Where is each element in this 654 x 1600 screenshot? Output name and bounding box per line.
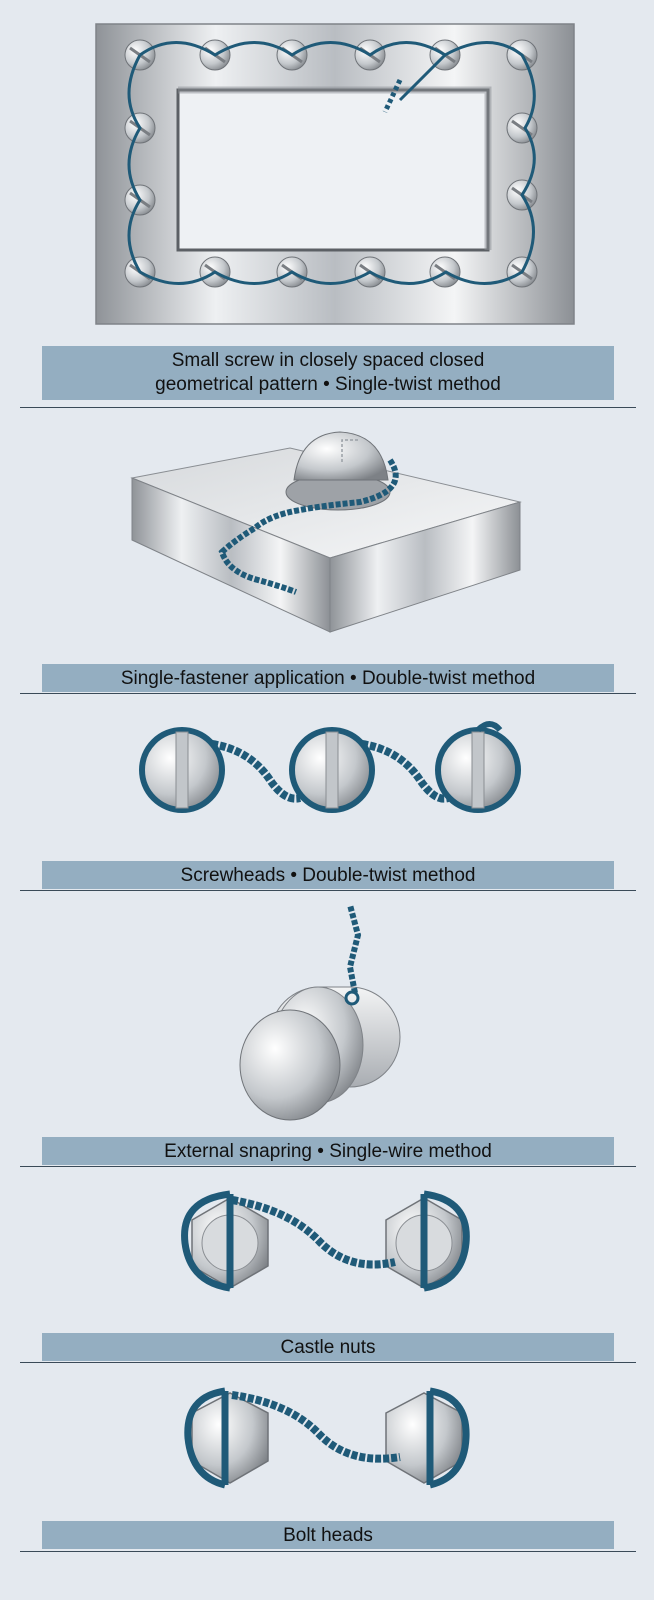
caption-closed-pattern: Small screw in closely spaced closed geo… xyxy=(42,346,614,400)
panel-bolt-heads: Bolt heads xyxy=(0,1365,654,1600)
separator-line xyxy=(20,890,636,891)
single-fastener-illustration xyxy=(130,431,522,633)
separator-line xyxy=(20,693,636,694)
shaft-end-face xyxy=(239,1009,341,1121)
safety-wire xyxy=(127,41,536,285)
block-right-face xyxy=(329,501,521,633)
plate-opening xyxy=(176,88,490,252)
caption-line: Small screw in closely spaced closed xyxy=(171,350,485,371)
separator-line xyxy=(20,1166,636,1167)
panel-screwheads: Screwheads • Double-twist method xyxy=(0,700,654,895)
safety-wire xyxy=(346,904,362,994)
twisted-safety-wire xyxy=(218,458,399,595)
bolt-head-right xyxy=(385,1392,463,1484)
castle-nuts-illustration xyxy=(181,1190,470,1292)
wire-loop-right xyxy=(420,1190,470,1292)
panel-snapring: External snapring • Single-wire method xyxy=(0,895,654,1170)
twisted-wire-segment xyxy=(211,740,302,803)
separator-line xyxy=(20,407,636,408)
separator-line xyxy=(20,1551,636,1552)
caption-line: geometrical pattern • Single-twist metho… xyxy=(155,374,501,395)
caption-bolt-heads: Bolt heads xyxy=(42,1521,614,1549)
panel-closed-pattern: Small screw in closely spaced closed geo… xyxy=(0,0,654,410)
caption-screwheads: Screwheads • Double-twist method xyxy=(42,861,614,889)
twisted-wire-segment xyxy=(231,1391,401,1463)
caption-castle-nuts: Castle nuts xyxy=(42,1333,614,1361)
panel-castle-nuts: Castle nuts xyxy=(0,1170,654,1365)
caption-snapring: External snapring • Single-wire method xyxy=(42,1137,614,1165)
wire-loop-left xyxy=(184,1387,229,1489)
wire-twist-end xyxy=(382,78,403,114)
separator-line xyxy=(20,1362,636,1363)
wire-end xyxy=(475,721,503,733)
closed-pattern-illustration xyxy=(95,23,575,325)
wire-loop-left xyxy=(181,1190,234,1292)
screwheads-illustration xyxy=(139,721,521,813)
panel-single-fastener: Single-fastener application • Double-twi… xyxy=(0,410,654,700)
caption-single-fastener: Single-fastener application • Double-twi… xyxy=(42,664,614,692)
bolt-heads-illustration xyxy=(184,1387,470,1489)
wire-loop-right xyxy=(426,1387,470,1489)
twisted-wire-segment xyxy=(361,740,450,803)
screwheads xyxy=(139,727,521,813)
twisted-wire-segment xyxy=(231,1196,396,1269)
dome-head xyxy=(293,431,389,481)
snapring-illustration xyxy=(239,904,401,1121)
